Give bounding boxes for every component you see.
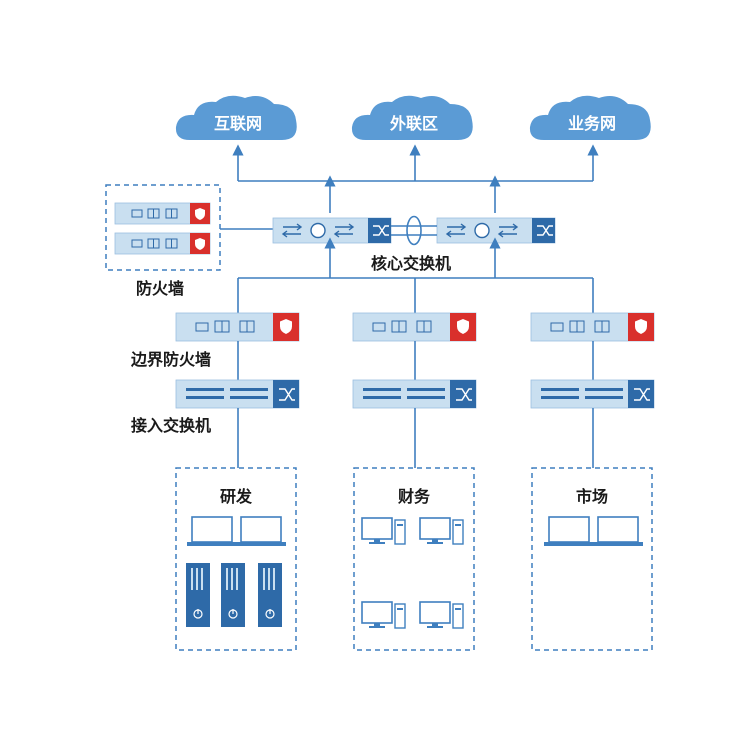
firewall-unit <box>114 232 211 255</box>
desktop-icon <box>419 601 464 629</box>
cloud-label-business: 业务网 <box>567 114 617 133</box>
cloud-label-extranet: 外联区 <box>389 114 439 133</box>
laptop-icon <box>593 516 643 546</box>
core-switch-left <box>272 217 392 244</box>
cloud-extranet <box>351 95 473 140</box>
access-switch <box>352 379 477 409</box>
cloud-internet <box>175 95 297 140</box>
firewall-label: 防火墙 <box>136 279 185 298</box>
server-icon <box>186 563 210 627</box>
border-firewall <box>530 312 655 342</box>
access-switch <box>175 379 300 409</box>
laptop-icon <box>236 516 286 546</box>
server-icon <box>258 563 282 627</box>
zone-links <box>237 408 594 468</box>
zone-label-rnd: 研发 <box>219 487 253 506</box>
zone-box-market <box>531 467 653 651</box>
stack-link <box>391 215 437 246</box>
zone-label-finance: 财务 <box>397 487 431 506</box>
desktop-icon <box>419 517 464 545</box>
uplink-lines <box>232 144 599 213</box>
border-firewall <box>352 312 477 342</box>
border-firewall-label: 边界防火墙 <box>131 350 212 369</box>
laptop-icon <box>544 516 594 546</box>
firewall-unit <box>114 202 211 225</box>
cloud-business <box>529 95 651 140</box>
zone-label-market: 市场 <box>575 487 609 506</box>
cloud-label-internet: 互联网 <box>213 114 263 133</box>
firewall-group-box <box>105 184 221 271</box>
core-switch-label: 核心交换机 <box>371 254 452 273</box>
border-access-lines <box>237 341 594 380</box>
laptop-icon <box>187 516 237 546</box>
core-switch-right <box>436 217 556 244</box>
zone-box-rnd <box>175 467 297 651</box>
distribution-lines <box>237 237 594 313</box>
desktop-icon <box>361 517 406 545</box>
access-switch <box>530 379 655 409</box>
zone-box-finance <box>353 467 475 651</box>
desktop-icon <box>361 601 406 629</box>
border-firewall <box>175 312 300 342</box>
access-switch-label: 接入交换机 <box>131 416 212 435</box>
server-icon <box>221 563 245 627</box>
